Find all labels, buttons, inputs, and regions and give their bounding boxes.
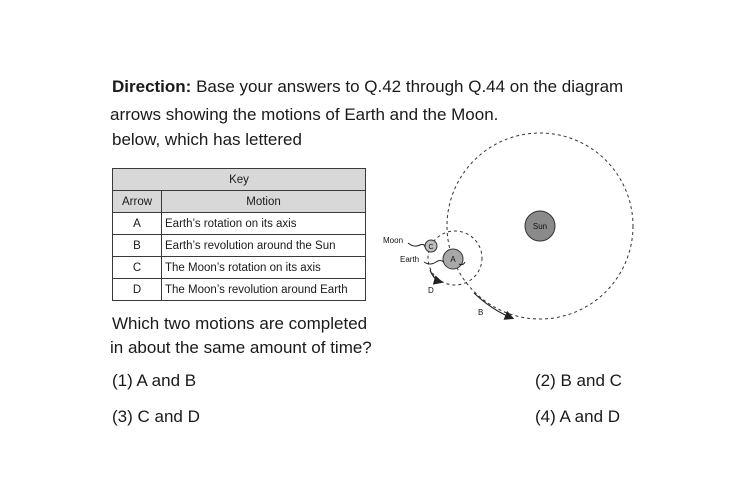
arrow-b-icon	[473, 292, 515, 320]
direction-text-1: Base your answers to Q.42 through Q.44 o…	[196, 77, 624, 96]
key-header-arrow: Arrow	[112, 190, 162, 213]
sun-label: Sun	[533, 222, 547, 231]
moon-label: Moon	[383, 236, 403, 245]
arrow-d-icon	[429, 269, 444, 285]
arrow-b-label: B	[478, 308, 483, 317]
sun-icon	[524, 210, 556, 242]
question-line-2: in about the same amount of time?	[110, 338, 372, 357]
answer-option-4[interactable]: (4) A and D	[535, 407, 621, 426]
answer-option-2[interactable]: (2) B and C	[535, 371, 622, 390]
earth-orbit-path	[446, 132, 634, 320]
arrow-a-icon	[458, 261, 466, 266]
direction-line-3: below, which has lettered	[112, 130, 302, 149]
arrow-a-label: A	[450, 255, 456, 264]
moon-leader-line	[407, 242, 426, 248]
table-row: D The Moon’s revolution around Earth	[112, 278, 366, 301]
key-motion-cell: The Moon’s revolution around Earth	[161, 278, 366, 301]
earth-icon	[442, 248, 464, 270]
question-line-1: Which two motions are completed	[112, 314, 368, 333]
key-table-title: Key	[112, 168, 366, 191]
arrow-c-label: C	[428, 244, 433, 251]
moon-orbit-path	[427, 230, 483, 286]
earth-leader-line	[423, 260, 445, 265]
key-table: Key Arrow Motion A Earth’s rotation on i…	[112, 168, 366, 301]
arrow-d-label: D	[428, 286, 434, 295]
key-arrow-cell: D	[112, 278, 162, 301]
answer-option-3[interactable]: (3) C and D	[112, 407, 200, 426]
answer-option-1[interactable]: (1) A and B	[112, 371, 197, 390]
direction-label: Direction:	[112, 77, 192, 96]
table-row: A Earth’s rotation on its axis	[112, 212, 366, 235]
direction-line-1: Direction: Base your answers to Q.42 thr…	[112, 77, 623, 97]
key-motion-cell: Earth’s rotation on its axis	[161, 212, 366, 235]
direction-line-2: arrows showing the motions of Earth and …	[110, 105, 499, 124]
earth-label: Earth	[400, 255, 419, 264]
